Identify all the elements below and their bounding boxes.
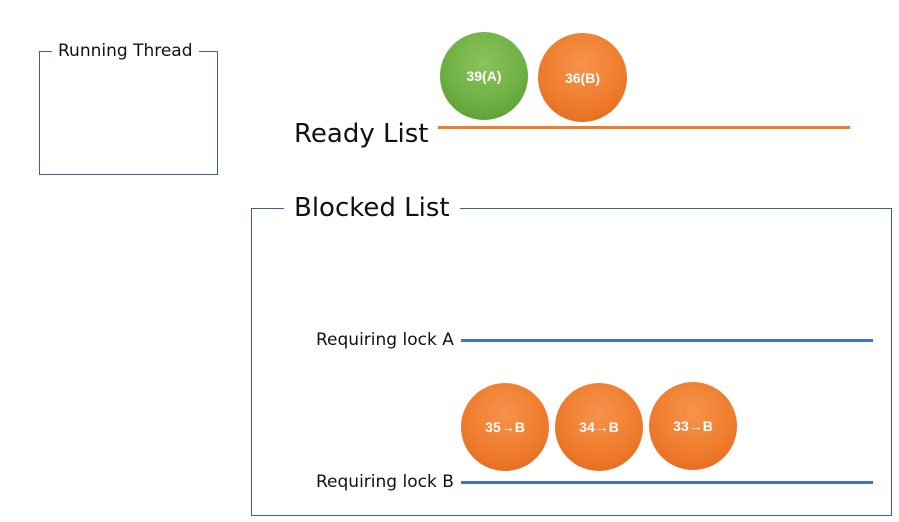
running-thread-title: Running Thread [52, 41, 199, 61]
ready-thread-36b: 36(B) [538, 33, 627, 122]
lock-b-label: Requiring lock B [316, 472, 454, 492]
ready-list-line [438, 126, 850, 129]
blocked-list-box [251, 208, 892, 516]
ready-list-label: Ready List [294, 119, 429, 149]
blocked-thread-35: 35→B [461, 383, 549, 471]
blocked-thread-34: 34→B [555, 383, 643, 471]
ready-thread-39a: 39(A) [440, 32, 528, 120]
running-thread-box [39, 51, 218, 175]
blocked-thread-33: 33→B [649, 382, 737, 470]
lock-a-line [461, 339, 873, 342]
blocked-list-title: Blocked List [284, 191, 460, 225]
lock-a-label: Requiring lock A [316, 330, 454, 350]
lock-b-line [461, 481, 873, 484]
